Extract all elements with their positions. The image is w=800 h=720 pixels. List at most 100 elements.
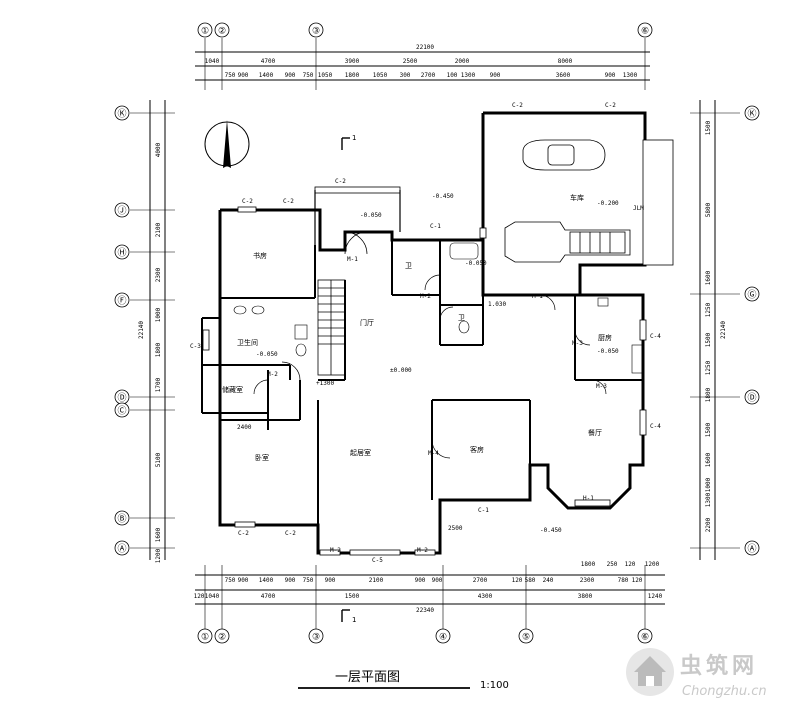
tag-c1-b: C-1 — [478, 507, 489, 514]
axis-right-1: Ⓖ — [747, 290, 756, 301]
stair — [317, 279, 346, 376]
tag-m3-b: M-3 — [596, 383, 607, 390]
room-living: 起居室 — [350, 448, 371, 457]
right-dim-seg-4: 1500 — [705, 332, 712, 347]
doors — [253, 231, 607, 459]
axis-left-7-bubble — [114, 540, 130, 556]
room-labels: 车库 书房 卫生间 储藏室 卧室 门厅 起居室 客房 厨房 餐厅 卫 卫 — [222, 193, 612, 462]
bottom-dim-row2-0: 750 — [225, 577, 236, 584]
watermark-logo-icon — [626, 648, 674, 696]
axis-left-6-bubble — [114, 510, 130, 526]
drawing-scale: 1:100 — [480, 680, 509, 691]
section-mark-bottom: 1 — [352, 616, 356, 624]
bottom-dim-row2-10: 120 — [512, 577, 523, 584]
bottom-dim-row1-3: 1500 — [345, 593, 360, 600]
dim-2500: 2500 — [448, 525, 463, 532]
top-dim-row2-15: 1300 — [623, 72, 638, 79]
axis-left-5-bubble — [114, 402, 130, 418]
top-dim-row1-4: 2000 — [455, 58, 470, 65]
watermark-cn: 虫筑网 — [680, 653, 758, 679]
room-wc2: 卫 — [458, 314, 465, 322]
top-dim-row2-11: 1300 — [461, 72, 476, 79]
elev-rear: -0.450 — [540, 527, 562, 534]
axis-right-1-bubble — [744, 286, 760, 302]
axis-top-3-bubble — [637, 22, 653, 38]
tag-jlm: JLM — [633, 205, 644, 212]
tag-h1: H-1 — [583, 495, 594, 502]
top-dim-row2-2: 1400 — [259, 72, 274, 79]
tag-c2-d: C-2 — [512, 102, 523, 109]
bottom-dim-row2-8: 900 — [432, 577, 443, 584]
top-dim-row2-6: 1800 — [345, 72, 360, 79]
top-dim-row2-9: 2700 — [421, 72, 436, 79]
axis-left-4: Ⓓ — [117, 393, 126, 404]
bottom-dim-row2-4: 750 — [303, 577, 314, 584]
axis-bottom-0-bubble — [197, 628, 213, 644]
left-dim-seg-5: 1700 — [155, 377, 162, 392]
tag-m2-a: M-2 — [420, 293, 431, 300]
elev-ground: ±0.000 — [390, 367, 412, 374]
drawing-title: 一层平面图 — [335, 670, 400, 685]
axis-bottom-1-bubble — [214, 628, 230, 644]
elev-entrance: -0.050 — [360, 212, 382, 219]
bottom-dim-row2-3: 900 — [285, 577, 296, 584]
tag-m2-b: M-2 — [267, 371, 278, 378]
room-foyer: 门厅 — [360, 318, 374, 327]
axis-bottom-3: ④ — [439, 633, 447, 643]
axis-right-3: Ⓐ — [747, 544, 756, 555]
top-dim-row2-12: 900 — [490, 72, 501, 79]
tag-c2-g: C-2 — [285, 530, 296, 537]
right-dim-seg-7: 1500 — [705, 422, 712, 437]
axis-bottom-2-bubble — [308, 628, 324, 644]
axis-right-0: Ⓚ — [747, 109, 756, 120]
tag-c2-c: C-2 — [335, 178, 346, 185]
elev-step: 1.030 — [488, 301, 506, 308]
bottom-dim-extra-1: 250 — [607, 561, 618, 568]
north-arrow — [204, 120, 250, 168]
axis-right-2: Ⓓ — [747, 393, 756, 404]
watermark-en: Chongzhu.cn — [682, 684, 767, 699]
left-dim-total: 22140 — [138, 321, 145, 339]
elev-bath: -0.050 — [256, 351, 278, 358]
elevation-labels: -0.450 -0.050 -0.200 -0.050 -0.050 -0.05… — [256, 193, 619, 534]
bottom-dim-row1-4: 4300 — [478, 593, 493, 600]
axis-bottom-5: ⑥ — [641, 633, 649, 643]
right-dim-total: 22140 — [720, 321, 727, 339]
axis-bottom-3-bubble — [435, 628, 451, 644]
axis-right-3-bubble — [744, 540, 760, 556]
elev-garage: -0.200 — [597, 200, 619, 207]
axis-bottom-2: ③ — [312, 633, 320, 643]
right-dim-seg-9: 1000 — [705, 477, 712, 492]
axis-bottom-0: ① — [201, 633, 209, 643]
room-wc: 卫 — [405, 262, 412, 270]
axis-bottom-4-bubble — [518, 628, 534, 644]
windows — [202, 139, 674, 556]
axis-bottom-5-bubble — [637, 628, 653, 644]
bottom-dim-row2-12: 240 — [543, 577, 554, 584]
bottom-dim-row1-5: 3800 — [578, 593, 593, 600]
right-dim-seg-6: 1800 — [705, 387, 712, 402]
axis-top-2-bubble — [308, 22, 324, 38]
axis-left-0: Ⓚ — [117, 109, 126, 120]
axis-top-0-bubble — [197, 22, 213, 38]
room-kitchen: 厨房 — [598, 333, 612, 342]
bottom-dim-row2-15: 120 — [632, 577, 643, 584]
elev-outdoor: -0.450 — [432, 193, 454, 200]
left-dim-seg-3: 1000 — [155, 307, 162, 322]
left-dim-seg-8: 1200 — [155, 548, 162, 563]
right-dim-seg-0: 1500 — [705, 120, 712, 135]
elev-wc: -0.050 — [465, 260, 487, 267]
room-bathroom: 卫生间 — [237, 338, 258, 347]
room-garage: 车库 — [570, 193, 584, 202]
axis-left-0-bubble — [114, 105, 130, 121]
tag-c4-b: C-4 — [650, 423, 661, 430]
axis-left-1-bubble — [114, 202, 130, 218]
top-dim-row1-0: 1040 — [205, 58, 220, 65]
tag-c2-f: C-2 — [238, 530, 249, 537]
tag-m1: M-1 — [347, 256, 358, 263]
tag-m2-d: M-2 — [417, 547, 428, 554]
axis-left-1: Ⓙ — [117, 206, 126, 217]
bottom-dim-row2-6: 2100 — [369, 577, 384, 584]
